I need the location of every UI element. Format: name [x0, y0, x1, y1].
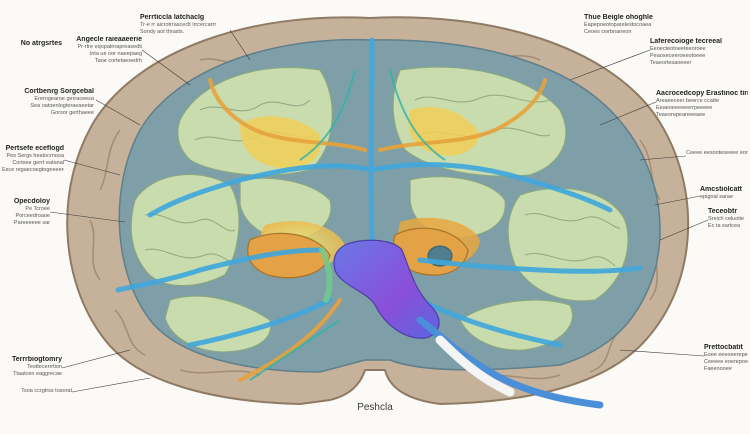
label-sub: Peaoseceeroeeotoeee	[650, 53, 706, 59]
label-right-1: Laferecoioge tecreeal Eeoecteotoeeteeoro…	[650, 38, 748, 67]
label-right-4: Amcstiolcatt epigoal sarae	[700, 186, 748, 201]
label-sub: Ererngearoe gerraceesa	[34, 96, 94, 102]
label-left-0: Perrticcla Iatchaclg Tr-e rr aicrotrrasc…	[140, 14, 300, 36]
label-sub: Cortsee gerrt eatanal	[12, 160, 64, 166]
green-lobes	[130, 66, 629, 353]
label-title: Prettocbatit	[704, 344, 743, 351]
label-left-7: Tsoa ccrgtrss tosorat	[2, 388, 72, 395]
label-sub: Teaeorepeareeeaee	[656, 112, 706, 118]
label-left-2: No atrgsrtes	[2, 40, 62, 48]
label-title: Opecdoloy	[13, 198, 50, 205]
label-sub: Ceoes cwrbnaneon	[584, 29, 632, 35]
label-title: Laferecoioge tecreeal	[650, 38, 722, 45]
label-right-2: Aacrocedcopy Erastinoc tirrerrs Areaeece…	[656, 90, 748, 119]
label-sub: Ttaatcen eaggrecae	[13, 371, 62, 377]
label-sub: Ceeee eesooteseeee eorrcee	[686, 150, 748, 156]
label-right-0: Thue Beigle ohoghle Eapepoeotoparelestoc…	[584, 14, 694, 36]
label-title: Pertsefe eceflogd	[5, 145, 64, 152]
bottom-label: Peshcla	[357, 402, 393, 413]
spinal-white	[435, 335, 515, 397]
spinal-tract	[416, 316, 604, 409]
green-stem-band	[319, 247, 333, 303]
label-sub: Eeoecteotoeeteeoroee	[650, 46, 706, 52]
label-sub: Ec ta sartcea	[708, 223, 741, 229]
label-title: Amcstiolcatt	[700, 186, 743, 193]
label-sub: Gorsor gerthaeee	[50, 110, 94, 116]
label-sub: Inta ue oor naeepaeg	[89, 51, 142, 57]
label-sub: Esce regaecoegtogeeeere	[2, 167, 64, 173]
label-right-5: Teceobtr Sreich celuotie Ec ta sartcea	[708, 208, 748, 230]
label-title: Angecle raieaaeerie	[76, 36, 142, 43]
label-sub: epigoal sarae	[700, 194, 734, 200]
label-sub: Areaeeceer beerce ccatte	[656, 98, 719, 104]
label-sub: Sreich celuotie	[708, 216, 745, 222]
label-title: Cortbenrg Sorgcebal	[24, 88, 94, 95]
label-title: Aacrocedcopy Erastinoc tirrerrs	[656, 90, 748, 97]
brainstem	[333, 239, 440, 339]
orange-tracts	[208, 78, 547, 382]
label-title: Thue Beigle ohoghle	[584, 14, 653, 21]
label-sub: Tsoa ccrgtrss tosorat	[21, 388, 72, 394]
blue-tracts	[115, 37, 643, 348]
label-sub: Eeaeoeeeeeerrpeeeee	[656, 105, 713, 111]
label-sub: Pr-rtre eqopatnrapreasedti	[77, 44, 142, 50]
label-sub: Tr-e rr aicrotrrasceclt irrcercarrr	[140, 22, 217, 28]
label-sub: Taoe cortetaesedrh	[94, 58, 142, 64]
label-sub: Pes Sergs heatocrnooa	[6, 153, 64, 159]
label-sub: Sondy aot thrasts.	[140, 29, 185, 35]
label-sub: Eapepoeotoparelestocoaea	[584, 22, 652, 28]
label-sub: Teaeortesaoeeer	[650, 60, 692, 66]
label-right-6: Prettocbatit Eoee eeeoeerepee Ceeeee eoe…	[704, 344, 748, 373]
label-sub: Pe Tcroee	[25, 206, 50, 212]
label-sub: Eoee eeeoeerepee	[704, 352, 748, 358]
label-left-3: Cortbenrg Sorgcebal Ererngearoe gerracee…	[2, 88, 94, 117]
label-sub: Pareeeeee sar	[13, 220, 50, 226]
label-left-5: Opecdoloy Pe Tcroee Porceedroaoe Pareeee…	[2, 198, 50, 227]
label-title: No atrgsrtes	[20, 40, 62, 47]
label-sub: Porceedroaoe	[15, 213, 50, 219]
label-left-6: Terrrbiogtomry Testtecerrrtion Ttaatcen …	[2, 356, 62, 378]
label-sub: Sea oatoenlogteraeaeetar	[30, 103, 94, 109]
label-sub: Testtecerrrtion	[27, 364, 62, 370]
label-sub: Faeeoooee	[704, 366, 732, 372]
label-title: Teceobtr	[708, 208, 738, 215]
label-title: Terrrbiogtomry	[11, 356, 62, 363]
label-right-3: Ceeee eesooteseeee eorrcee	[686, 150, 748, 157]
label-left-1: Angecle raieaaeerie Pr-rtre eqopatnrapre…	[52, 36, 142, 65]
label-sub: Ceeeee eoerepoe	[704, 359, 748, 365]
label-title: Perrticcla Iatchaclg	[140, 14, 205, 21]
label-left-4: Pertsefe eceflogd Pes Sergs heatocrnooa …	[2, 145, 64, 174]
